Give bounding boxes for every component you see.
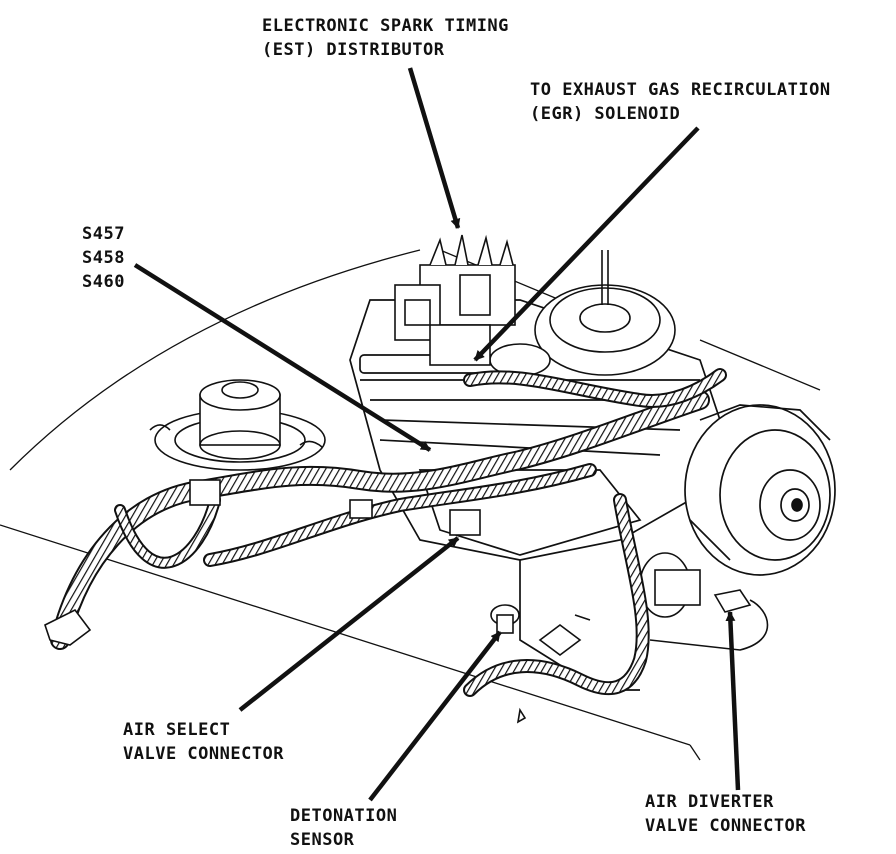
label-splices: S457 S458 S460 <box>82 222 125 294</box>
label-detonation-line2: SENSOR <box>290 830 355 850</box>
arrow-detonation <box>368 630 502 802</box>
carburetor <box>489 250 676 377</box>
label-detonation-sensor: DETONATION SENSOR <box>290 804 397 852</box>
callout-arrows <box>133 67 741 802</box>
label-splice-s460: S460 <box>82 272 125 292</box>
label-egr-line2: (EGR) SOLENOID <box>530 104 681 124</box>
label-air-select-line2: VALVE CONNECTOR <box>123 744 285 764</box>
arrow-egr <box>473 126 700 362</box>
air-cleaner <box>149 379 326 471</box>
label-air-diverter-valve-connector: AIR DIVERTER VALVE CONNECTOR <box>645 790 806 838</box>
label-air-select-valve-connector: AIR SELECT VALVE CONNECTOR <box>123 718 284 766</box>
alternator <box>684 404 836 576</box>
air-diverter-valve <box>639 552 769 651</box>
label-detonation-line1: DETONATION <box>290 806 398 826</box>
wiring-harness <box>50 368 727 697</box>
arrow-splices <box>133 263 432 452</box>
arrow-est <box>407 67 461 229</box>
label-air-diverter-line1: AIR DIVERTER <box>645 792 774 812</box>
detonation-sensor-part <box>490 604 591 724</box>
label-est-distributor: ELECTRONIC SPARK TIMING (EST) DISTRIBUTO… <box>262 14 509 62</box>
label-egr-solenoid: TO EXHAUST GAS RECIRCULATION (EGR) SOLEN… <box>530 78 831 126</box>
arrow-air-diverter <box>725 611 741 791</box>
label-est-line2: (EST) DISTRIBUTOR <box>262 40 445 60</box>
label-splice-s458: S458 <box>82 248 125 268</box>
label-air-diverter-line2: VALVE CONNECTOR <box>645 816 807 836</box>
label-air-select-line1: AIR SELECT <box>123 720 231 740</box>
label-egr-line1: TO EXHAUST GAS RECIRCULATION <box>530 80 831 100</box>
label-est-line1: ELECTRONIC SPARK TIMING <box>262 16 509 36</box>
label-splice-s457: S457 <box>82 224 125 244</box>
arrow-air-select <box>238 536 460 712</box>
harness-connector-left <box>44 479 481 646</box>
